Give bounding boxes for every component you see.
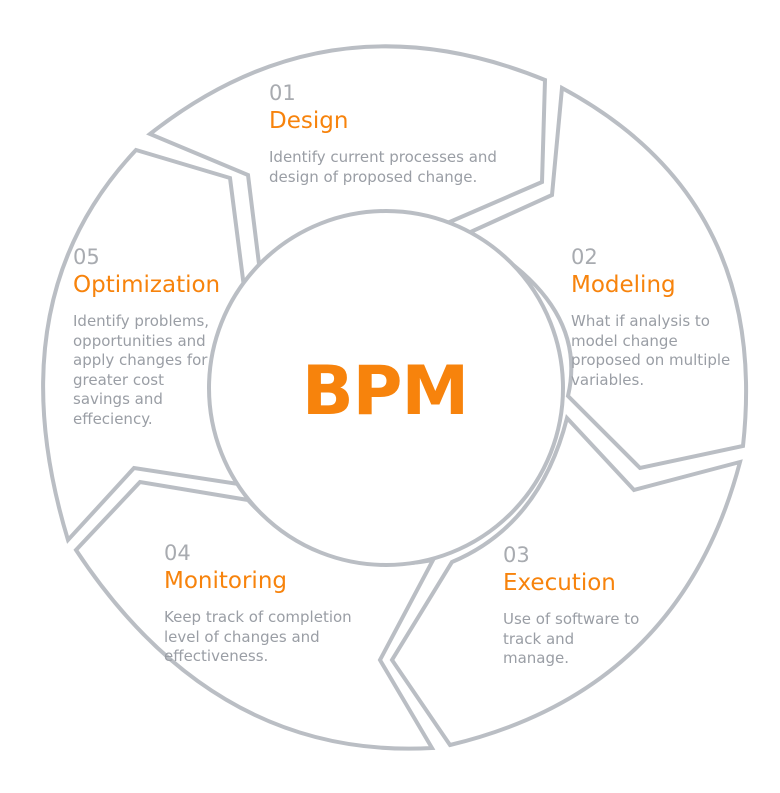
stage-number: 04	[164, 541, 191, 565]
stage-title: Execution	[503, 570, 616, 596]
center-circle	[207, 209, 565, 567]
stage-number: 01	[269, 81, 296, 105]
stage-optimization: 05 Optimization Identify problems, oppor…	[73, 244, 223, 429]
stage-title: Design	[269, 108, 349, 134]
stage-design: 01 Design Identify current processes and…	[269, 80, 539, 187]
stage-number: 03	[503, 543, 530, 567]
stage-title: Monitoring	[164, 568, 287, 594]
stage-description: Use of software to track and manage.	[503, 610, 640, 667]
stage-number: 05	[73, 245, 100, 269]
stage-description: Identify problems, opportunities and app…	[73, 312, 210, 428]
stage-description: Identify current processes and design of…	[269, 148, 497, 186]
stage-title: Optimization	[73, 272, 221, 298]
stage-monitoring: 04 Monitoring Keep track of completion l…	[164, 540, 379, 667]
stage-description: Keep track of completion level of change…	[164, 608, 352, 665]
stage-modeling: 02 Modeling What if analysis to model ch…	[571, 244, 731, 390]
center-label: BPM	[301, 352, 469, 431]
stage-title: Modeling	[571, 272, 676, 298]
stage-description: What if analysis to model change propose…	[571, 312, 731, 389]
segment-execution	[389, 413, 743, 748]
stage-execution: 03 Execution Use of software to track an…	[503, 542, 643, 669]
segment-modeling	[461, 84, 748, 471]
stage-number: 02	[571, 245, 598, 269]
